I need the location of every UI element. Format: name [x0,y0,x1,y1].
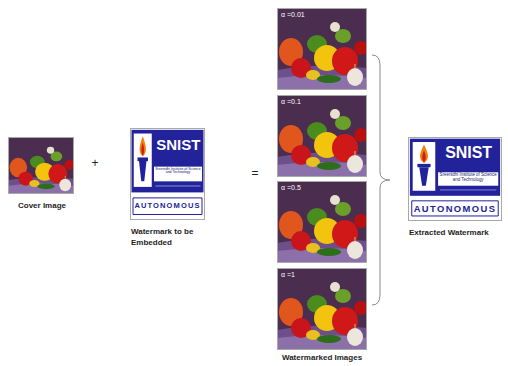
logo-picture [408,137,502,221]
logo-banner: AUTONOMOUS [133,198,202,215]
logo-picture [130,128,205,220]
group-caption: Watermarked Images [272,353,372,363]
alpha-value: α =0.01 [281,11,305,19]
alpha-value: α =0.1 [281,98,301,106]
bracket [372,55,390,305]
logo-banner: AUTONOMOUS [412,201,498,216]
institute-name: Sreenidhi Institute of Science and Techn… [155,168,202,176]
cover-photo [8,137,75,194]
image-caption: Watermark to be Embedded [131,227,215,249]
cover-image: Cover Image [8,137,74,194]
equals-sign: = [248,167,262,180]
watermarked-photo [277,268,368,350]
watermarked-image: α =0.1 [277,95,367,177]
plus-sign: + [88,157,102,170]
alpha-value: α =1 [281,271,295,279]
image-caption: Cover Image [0,201,87,212]
logo-title: SNIST [155,137,202,152]
image-caption: Extracted Watermark [409,228,508,239]
institute-name: Sreenidhi Institute of Science and Techn… [439,173,497,183]
logo-title: SNIST [439,145,498,161]
watermarked-image: α =0.5 [277,181,367,263]
watermarked-image: α =0.01 [277,8,367,90]
watermarked-image: α =1 [277,268,367,350]
watermarked-photo [277,181,368,263]
watermarked-photo [277,95,368,177]
alpha-value: α =0.5 [281,184,301,192]
watermarked-photo [277,8,368,90]
